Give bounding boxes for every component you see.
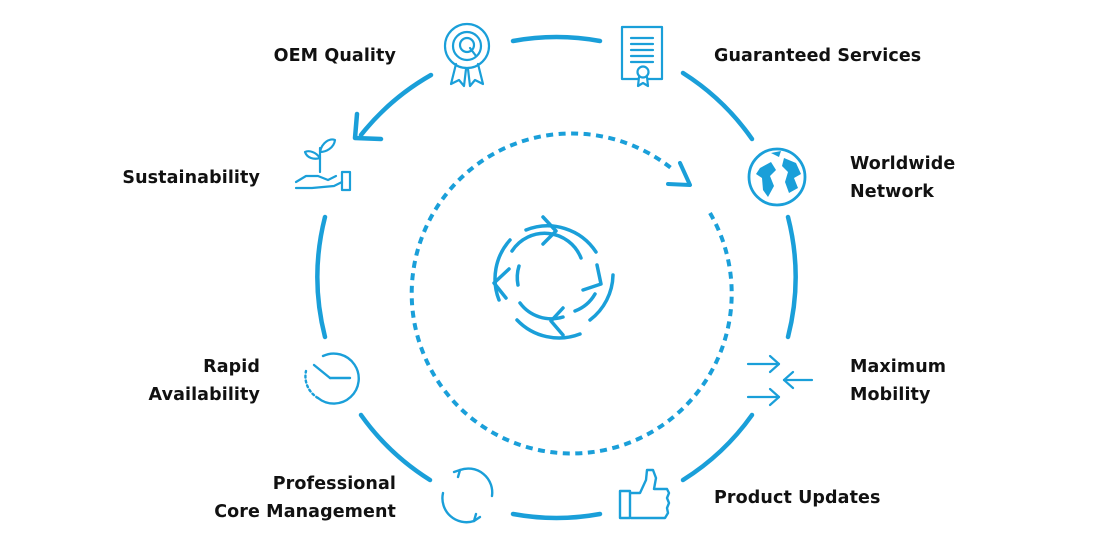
ring-segment (785, 214, 798, 340)
ring-segment (510, 34, 603, 44)
label-core-management: Professional Core Management (180, 470, 396, 526)
label-line: OEM Quality (273, 46, 396, 66)
ring-arrowhead (352, 111, 384, 142)
ring-segment (358, 72, 434, 138)
converging-arrows-icon (746, 354, 814, 407)
label-line: Core Management (214, 502, 396, 522)
label-rapid-availability: Rapid Availability (120, 353, 260, 409)
label-worldwide-network: Worldwide Network (850, 150, 1000, 206)
outer-ring (315, 34, 798, 521)
clock-icon (304, 352, 360, 405)
label-line: Guaranteed Services (714, 46, 922, 66)
label-guaranteed-services: Guaranteed Services (714, 42, 934, 70)
label-line: Sustainability (122, 168, 260, 188)
thumbs-up-icon (618, 468, 671, 520)
label-line: Network (850, 182, 935, 202)
certificate-icon (620, 25, 664, 88)
ring-segment (680, 412, 755, 483)
globe-icon (747, 147, 807, 207)
plant-in-hand-icon (294, 138, 352, 192)
inner-ring-arrowhead (666, 161, 692, 187)
recycle-arrows-icon (441, 467, 494, 524)
label-oem-quality: OEM Quality (230, 42, 396, 70)
ring-segment (680, 70, 755, 142)
label-line: Maximum (850, 357, 947, 377)
label-sustainability: Sustainability (100, 164, 260, 192)
inner-dashed-ring (409, 131, 734, 456)
ring-segment (315, 214, 328, 340)
label-product-updates: Product Updates (714, 484, 914, 512)
label-line: Product Updates (714, 488, 881, 508)
ring-segment (510, 511, 603, 521)
ring-segment (358, 412, 433, 483)
label-maximum-mobility: Maximum Mobility (850, 353, 1000, 409)
label-line: Worldwide (850, 154, 956, 174)
label-line: Professional (272, 474, 396, 494)
cycle-arrows-icon (492, 215, 615, 340)
award-badge-icon (443, 22, 491, 88)
label-line: Availability (148, 385, 260, 405)
label-line: Rapid (203, 357, 260, 377)
label-line: Mobility (850, 385, 931, 405)
